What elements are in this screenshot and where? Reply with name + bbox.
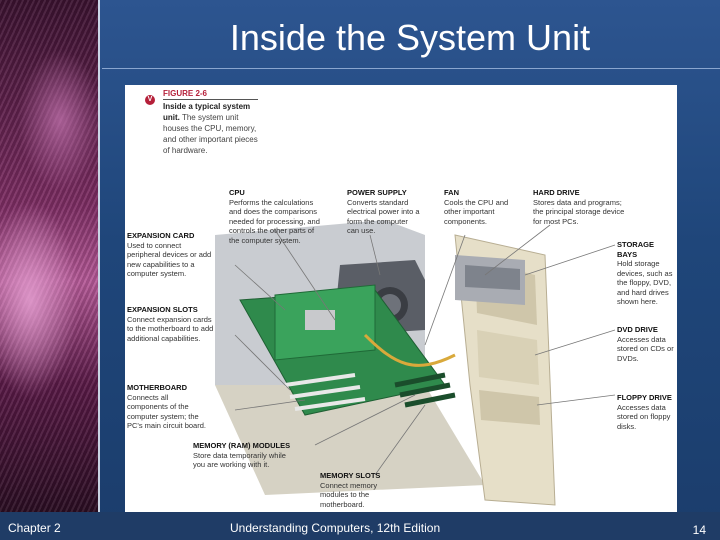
- footer-chapter: Chapter 2: [8, 521, 61, 535]
- label-dvd-drive-text: Accesses data stored on CDs or DVDs.: [617, 334, 674, 363]
- label-memory-slots-text: Connect memory modules to the motherboar…: [320, 480, 378, 509]
- footer-bar: [0, 512, 720, 540]
- label-fan-text: Cools the CPU and other important compon…: [444, 197, 509, 226]
- label-motherboard-text: Connects all components of the computer …: [127, 392, 206, 431]
- label-floppy-drive-title: FLOPPY DRIVE: [617, 393, 672, 402]
- figure-badge: V: [145, 95, 155, 105]
- label-storage-bays-text: Hold storage devices, such as the floppy…: [617, 259, 673, 306]
- label-hard-drive-text: Stores data and programs; the principal …: [533, 197, 625, 226]
- label-expansion-card-title: EXPANSION CARD: [127, 231, 195, 240]
- label-fan-title: FAN: [444, 188, 459, 197]
- decorative-side-image: [0, 0, 98, 512]
- divider: [98, 0, 100, 512]
- label-memory-modules-text: Store data temporarily while you are wor…: [193, 450, 286, 470]
- label-dvd-drive-title: DVD DRIVE: [617, 325, 658, 334]
- label-dvd-drive: DVD DRIVE Accesses data stored on CDs or…: [617, 325, 675, 363]
- slide-title: Inside the System Unit: [229, 17, 591, 58]
- title-divider: [102, 68, 720, 69]
- label-power-supply: POWER SUPPLY Converts standard electrica…: [347, 188, 422, 236]
- label-storage-bays-title: STORAGE BAYS: [617, 240, 654, 259]
- label-cpu-text: Performs the calculations and does the c…: [229, 197, 320, 245]
- label-cpu: CPU Performs the calculations and does t…: [229, 188, 324, 245]
- page-number: 14: [692, 523, 706, 537]
- label-motherboard: MOTHERBOARD Connects all components of t…: [127, 383, 211, 431]
- label-storage-bays: STORAGE BAYS Hold storage devices, such …: [617, 240, 675, 307]
- label-memory-modules-title: MEMORY (RAM) MODULES: [193, 441, 291, 450]
- figure-caption-bold: Inside a typical system unit.: [163, 102, 251, 122]
- label-hard-drive-title: HARD DRIVE: [533, 188, 580, 197]
- system-unit-illustration: [215, 220, 616, 506]
- label-floppy-drive: FLOPPY DRIVE Accesses data stored on flo…: [617, 393, 675, 431]
- label-memory-modules: MEMORY (RAM) MODULES Store data temporar…: [193, 441, 293, 470]
- footer-book-title: Understanding Computers, 12th Edition: [230, 521, 441, 535]
- label-expansion-card: EXPANSION CARD Used to connect periphera…: [127, 231, 215, 279]
- label-hard-drive: HARD DRIVE Stores data and programs; the…: [533, 188, 631, 226]
- label-memory-slots-title: MEMORY SLOTS: [320, 471, 381, 480]
- label-motherboard-title: MOTHERBOARD: [127, 383, 187, 392]
- figure-caption-text: The system unit houses the CPU, memory, …: [163, 113, 258, 155]
- figure-rule: [163, 99, 258, 100]
- label-floppy-drive-text: Accesses data stored on floppy disks.: [617, 402, 671, 431]
- label-power-supply-text: Converts standard electrical power into …: [347, 197, 420, 236]
- figure-caption: Inside a typical system unit. The system…: [163, 101, 263, 156]
- label-cpu-title: CPU: [229, 188, 245, 197]
- figure-number: FIGURE 2-6: [163, 89, 208, 98]
- label-memory-slots: MEMORY SLOTS Connect memory modules to t…: [320, 471, 390, 509]
- label-expansion-slots-text: Connect expansion cards to the motherboa…: [127, 314, 214, 343]
- label-fan: FAN Cools the CPU and other important co…: [444, 188, 512, 226]
- label-expansion-slots-title: EXPANSION SLOTS: [127, 305, 198, 314]
- figure-panel: V FIGURE 2-6 Inside a typical system uni…: [125, 85, 677, 512]
- label-expansion-card-text: Used to connect peripheral devices or ad…: [127, 240, 212, 279]
- label-expansion-slots: EXPANSION SLOTS Connect expansion cards …: [127, 305, 215, 343]
- label-power-supply-title: POWER SUPPLY: [347, 188, 407, 197]
